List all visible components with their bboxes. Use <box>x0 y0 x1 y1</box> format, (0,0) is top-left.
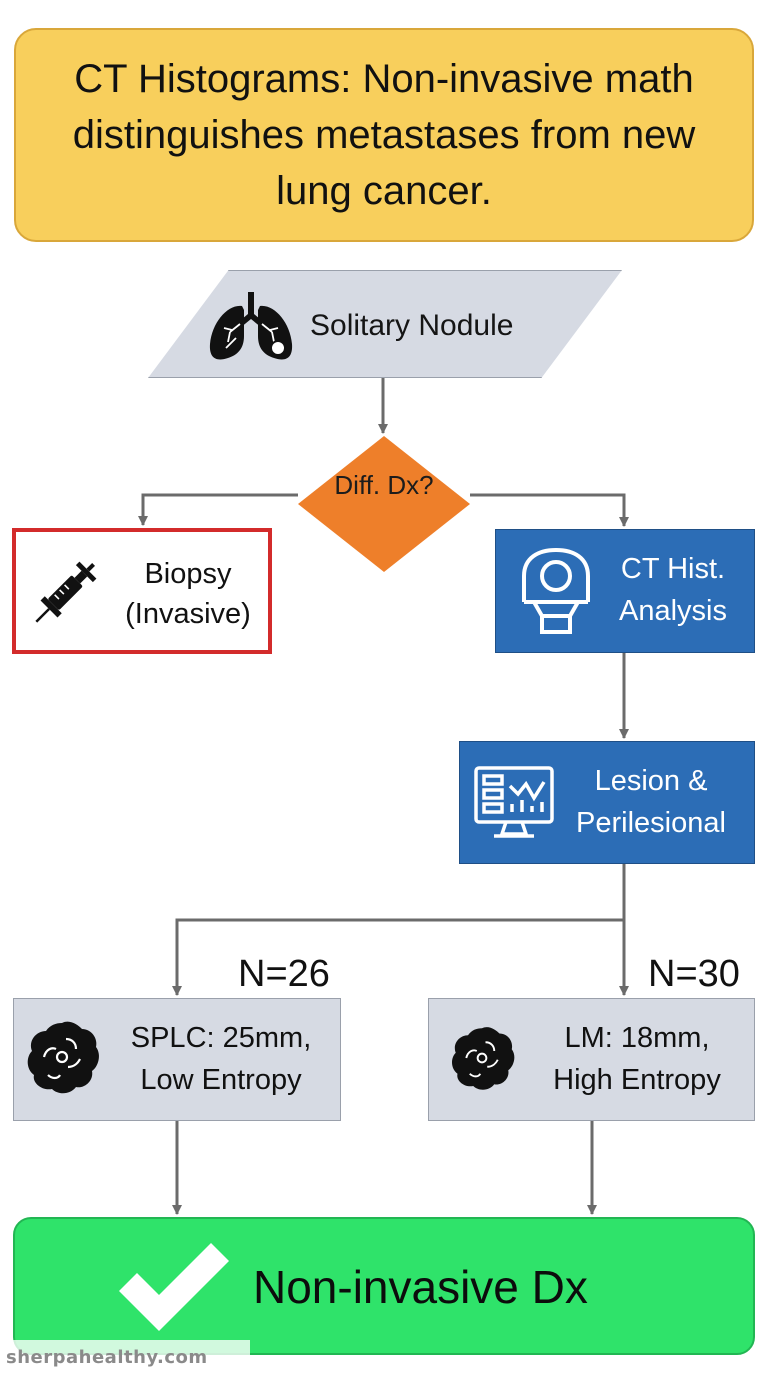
splc-label-line1: SPLC: 25mm, <box>130 1022 312 1054</box>
title-text: CT Histograms: Non-invasive math disting… <box>72 57 696 213</box>
splc-label-line2: Low Entropy <box>140 1064 302 1096</box>
lm-label: LM: 18mm, High Entropy <box>527 1017 747 1101</box>
solitary-nodule-label: Solitary Nodule <box>310 309 514 342</box>
arrow-lesion-to-splc <box>172 864 626 996</box>
lesion-label-line2: Perilesional <box>576 807 726 839</box>
tumor-icon <box>27 1021 99 1094</box>
ct-analysis-label-line1: CT Hist. <box>620 553 726 585</box>
monitor-chart-icon <box>474 766 554 838</box>
biopsy-label-line1: Biopsy <box>144 558 232 590</box>
splc-node: SPLC: 25mm, Low Entropy <box>13 998 341 1121</box>
ct-scanner-icon <box>522 547 590 634</box>
title-banner: CT Histograms: Non-invasive math disting… <box>14 28 754 242</box>
lungs-icon <box>209 292 293 360</box>
outcome-node: Non-invasive Dx <box>13 1217 755 1355</box>
lm-label-line1: LM: 18mm, <box>564 1022 710 1054</box>
ct-analysis-node: CT Hist. Analysis <box>495 529 755 653</box>
ct-analysis-label: CT Hist. Analysis <box>600 548 746 632</box>
splc-label: SPLC: 25mm, Low Entropy <box>106 1017 336 1101</box>
lesion-label-line1: Lesion & <box>594 765 708 797</box>
arrow-decision-to-ct <box>470 493 629 527</box>
syringe-icon <box>35 561 97 623</box>
decision-label: Diff. Dx? <box>334 470 434 500</box>
watermark: sherpahealthy.com <box>0 1340 250 1376</box>
biopsy-node: Biopsy (Invasive) <box>12 528 272 654</box>
lm-label-line2: High Entropy <box>553 1064 721 1096</box>
arrow-decision-to-biopsy <box>138 493 298 526</box>
biopsy-label: Biopsy (Invasive) <box>112 554 264 634</box>
splc-count: N=26 <box>238 953 330 995</box>
lm-count: N=30 <box>648 953 740 995</box>
outcome-label: Non-invasive Dx <box>253 1261 588 1313</box>
checkmark-icon <box>119 1243 229 1331</box>
lesion-node: Lesion & Perilesional <box>459 741 755 864</box>
biopsy-label-line2: (Invasive) <box>125 598 251 630</box>
lesion-label: Lesion & Perilesional <box>558 760 744 844</box>
tumor-icon <box>452 1027 515 1090</box>
ct-analysis-label-line2: Analysis <box>619 595 727 627</box>
lm-node: LM: 18mm, High Entropy <box>428 998 755 1121</box>
